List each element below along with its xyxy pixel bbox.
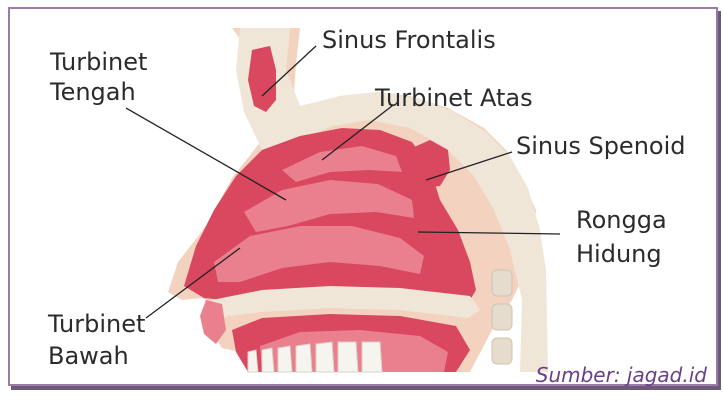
label-turbinet-bawah-line1: Turbinet (48, 310, 145, 338)
label-sinus-frontalis: Sinus Frontalis (322, 26, 496, 54)
label-turbinet-atas: Turbinet Atas (375, 84, 533, 112)
source-credit: Sumber: jagad.id (536, 363, 707, 387)
label-rongga-hidung-line2: Hidung (576, 240, 662, 268)
cervical-spine (492, 270, 512, 364)
label-rongga-hidung-line1: Rongga (576, 206, 667, 234)
label-turbinet-tengah-line1: Turbinet (50, 48, 147, 76)
label-turbinet-bawah-line2: Bawah (48, 342, 129, 370)
label-turbinet-tengah-line2: Tengah (50, 78, 136, 106)
label-sinus-spenoid: Sinus Spenoid (516, 132, 686, 160)
